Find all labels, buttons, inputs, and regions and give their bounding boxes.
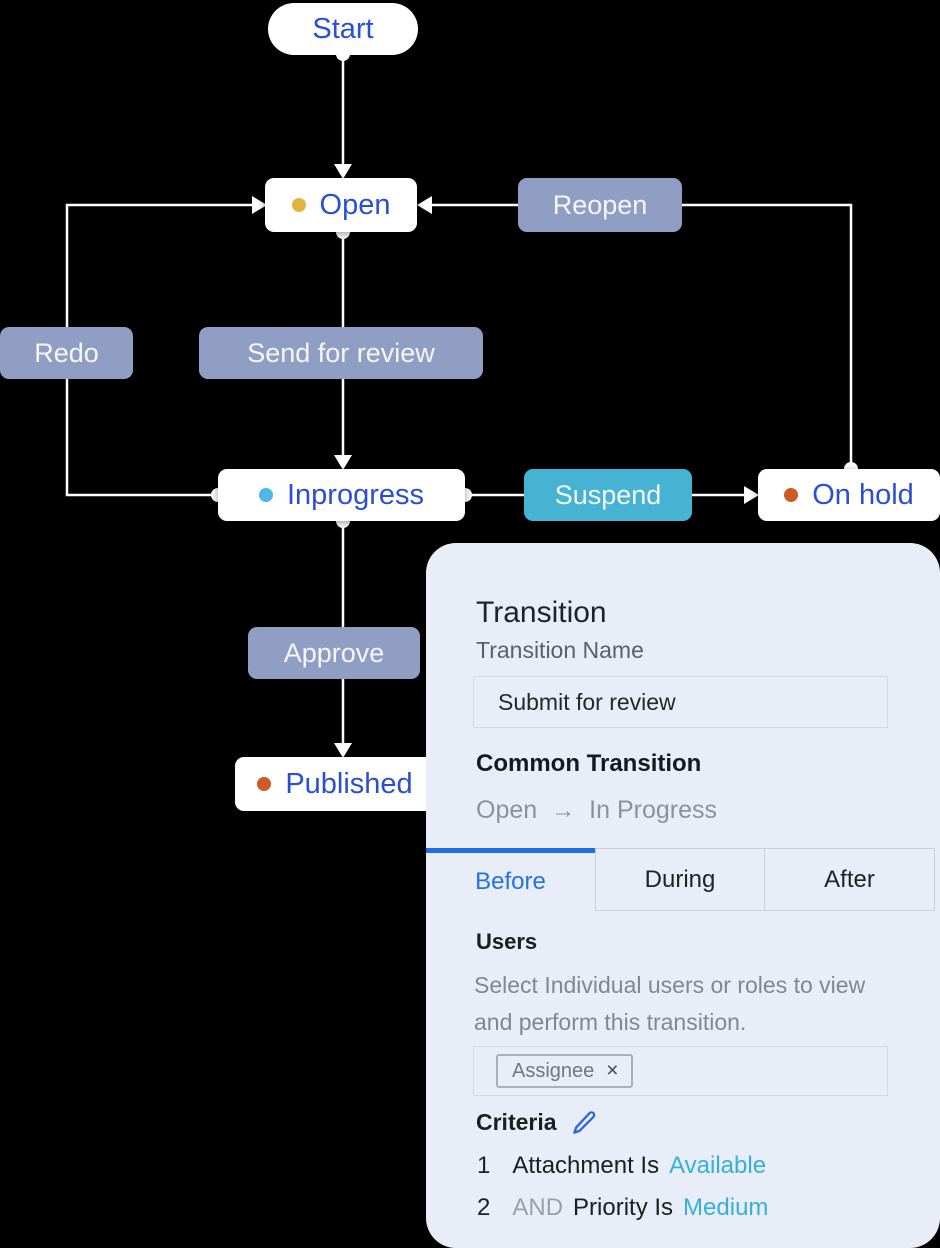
status-dot-inprogress	[258, 488, 273, 502]
transition-reopen-label: Reopen	[552, 189, 648, 220]
state-on-hold-label: On hold	[812, 478, 914, 511]
tab-after[interactable]: After	[765, 848, 935, 911]
common-to-state: In Progress	[589, 796, 718, 824]
criteria-row-2-conjunction: AND	[512, 1194, 564, 1221]
edit-pencil-icon[interactable]	[571, 1109, 598, 1136]
assignee-chip-label: Assignee	[512, 1059, 595, 1082]
transition-name-input[interactable]	[473, 676, 888, 728]
panel-title: Transition	[476, 595, 607, 629]
common-transition-label: Common Transition	[476, 750, 702, 777]
state-inprogress[interactable]: Inprogress	[218, 469, 465, 521]
transition-name-label: Transition Name	[476, 637, 644, 663]
criteria-row-2-number: 2	[477, 1194, 491, 1221]
transition-redo[interactable]: Redo	[0, 327, 133, 379]
assignee-chip[interactable]: Assignee ×	[496, 1054, 633, 1088]
transition-panel: Transition Transition Name Common Transi…	[426, 543, 940, 1248]
state-start-label: Start	[312, 12, 374, 45]
criteria-row-2-text: Priority Is	[573, 1194, 674, 1221]
criteria-header: Criteria	[476, 1109, 598, 1136]
state-inprogress-label: Inprogress	[286, 478, 424, 511]
state-open[interactable]: Open	[265, 178, 417, 232]
tab-bar: Before During After	[426, 848, 936, 911]
state-published[interactable]: Published	[235, 757, 435, 811]
status-dot-open	[291, 198, 306, 212]
users-input[interactable]: Assignee ×	[473, 1046, 888, 1096]
common-from-state: Open	[476, 796, 538, 824]
users-description-line1: Select Individual users or roles to view	[474, 972, 866, 998]
criteria-row-1: 1 Attachment Is Available	[477, 1152, 766, 1180]
common-transition-path: Open → In Progress	[476, 796, 717, 825]
tab-during[interactable]: During	[595, 848, 765, 911]
users-description-line2: and perform this transition.	[474, 1009, 747, 1035]
transition-send-for-review-label: Send for review	[247, 337, 435, 368]
state-on-hold[interactable]: On hold	[758, 469, 940, 521]
transition-send-for-review[interactable]: Send for review	[199, 327, 483, 379]
tab-before[interactable]: Before	[426, 848, 595, 911]
transition-reopen[interactable]: Reopen	[518, 178, 682, 232]
state-start[interactable]: Start	[268, 3, 418, 55]
criteria-row-1-number: 1	[477, 1152, 491, 1179]
criteria-row-1-text: Attachment Is	[512, 1152, 660, 1179]
criteria-label: Criteria	[476, 1109, 557, 1135]
users-description: Select Individual users or roles to view…	[474, 967, 865, 1041]
transition-approve-label: Approve	[283, 637, 385, 668]
criteria-row-2: 2 AND Priority Is Medium	[477, 1194, 768, 1222]
tab-after-label: After	[824, 865, 875, 893]
tab-before-label: Before	[475, 868, 546, 895]
transition-suspend-label: Suspend	[554, 479, 662, 510]
status-dot-published	[257, 777, 272, 791]
chip-remove-icon[interactable]: ×	[606, 1059, 619, 1082]
status-dot-on-hold	[784, 488, 799, 502]
arrow-right-icon: →	[551, 796, 576, 824]
tab-during-label: During	[644, 865, 716, 893]
criteria-row-2-value: Medium	[683, 1194, 769, 1221]
transition-suspend[interactable]: Suspend	[524, 469, 692, 521]
state-published-label: Published	[285, 767, 413, 800]
state-open-label: Open	[319, 188, 391, 221]
criteria-row-1-value: Available	[669, 1152, 767, 1179]
transition-approve[interactable]: Approve	[248, 627, 420, 679]
transition-redo-label: Redo	[34, 337, 99, 368]
users-section-label: Users	[476, 929, 538, 954]
